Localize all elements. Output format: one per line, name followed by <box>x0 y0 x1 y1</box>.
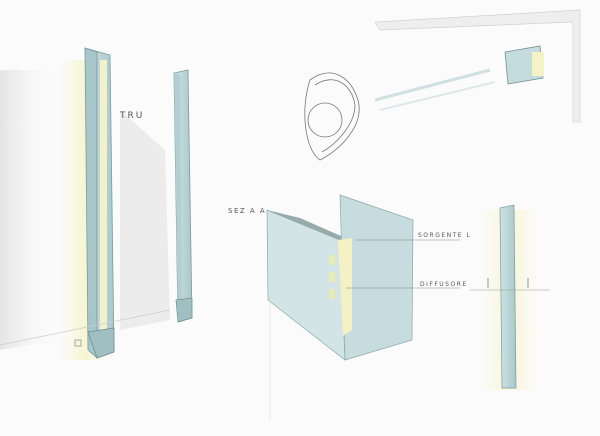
light-source-label: SORGENTE L <box>418 232 472 239</box>
product-name-label: TRU <box>120 111 145 121</box>
section-label: SEZ A A <box>228 207 267 215</box>
side-view-lamp <box>470 204 550 390</box>
scribble-sketch <box>304 72 360 161</box>
section-model <box>266 194 460 420</box>
floor-lamp-scene <box>0 47 193 360</box>
diffuser-label: DIFFUSORE <box>420 281 468 288</box>
wall-lamp-sketch <box>374 9 581 123</box>
